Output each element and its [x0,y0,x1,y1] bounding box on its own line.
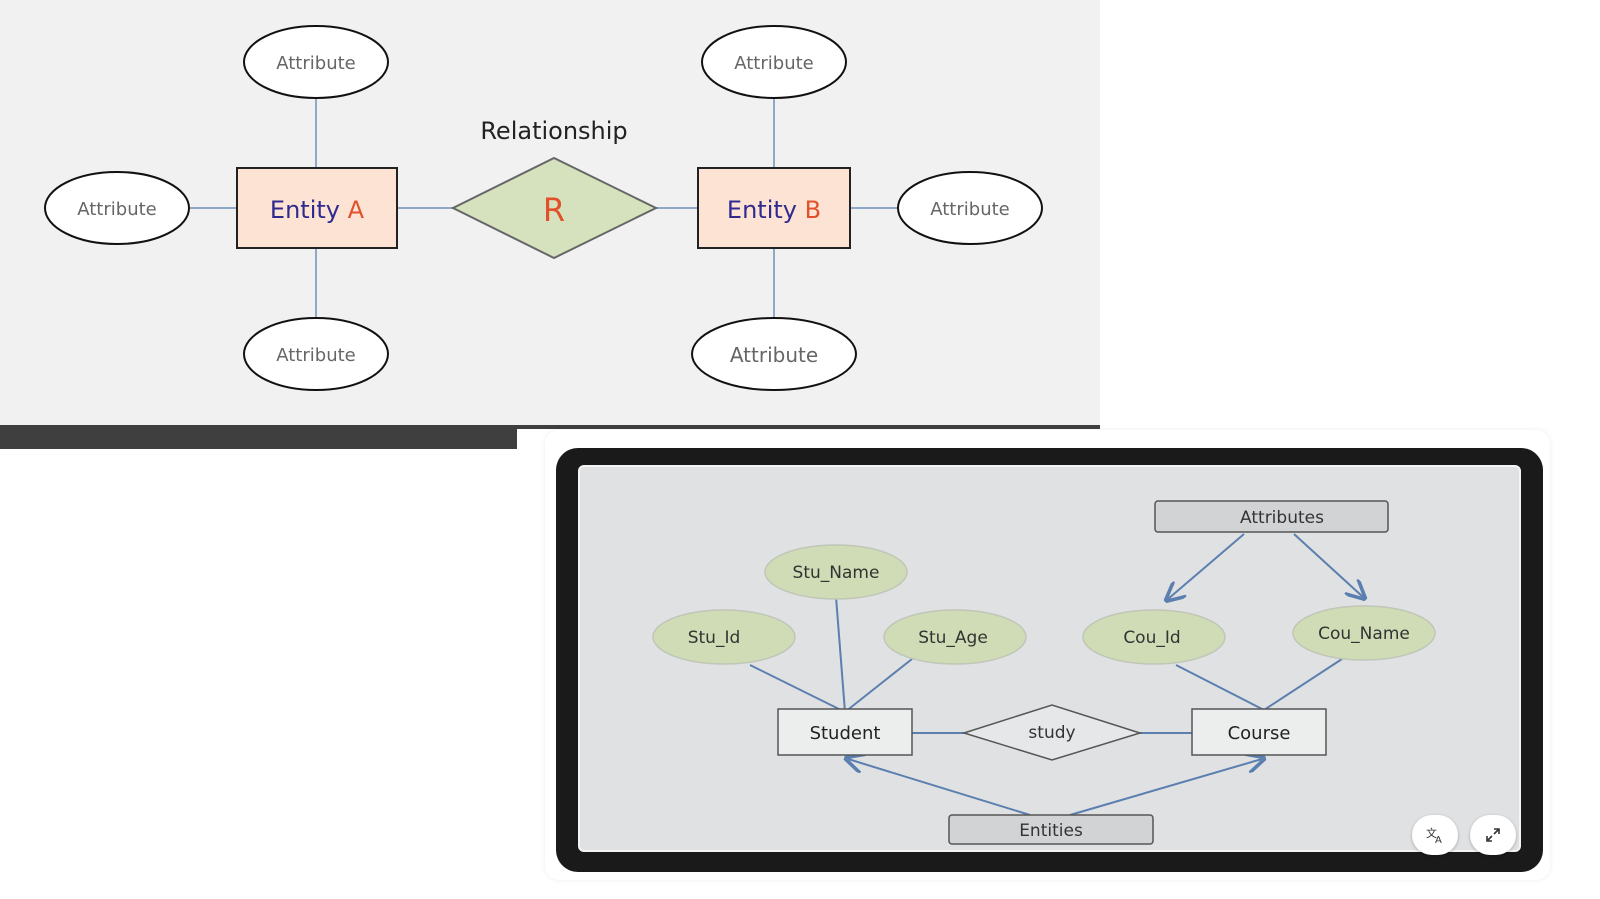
connector-line [834,583,846,713]
entities-footer-label: Entities [1019,821,1083,841]
top-er-diagram: Attribute Attribute Attribute Entity A R… [44,25,1043,391]
attribute-label: Stu_Id [688,628,741,648]
svg-text:A: A [1435,835,1442,844]
attributes-header-box [1154,500,1389,533]
top-diagram-panel: Attribute Attribute Attribute Entity A R… [0,0,1100,425]
student-entity-label: Student [810,723,881,744]
connector-line [844,658,913,713]
attribute-label: Cou_Name [1318,624,1410,644]
attribute-label: Attribute [930,199,1009,220]
attribute-label: Attribute [276,345,355,366]
attributes-header-label: Attributes [1240,508,1324,528]
attribute-ellipse [243,25,389,99]
connector-line [749,664,846,713]
attribute-ellipse [897,171,1043,245]
study-relationship-label: study [1028,723,1075,743]
study-relationship-diamond [961,704,1143,761]
attribute-ellipse [1292,605,1436,661]
attribute-label: Stu_Age [918,628,988,648]
svg-text:文: 文 [1426,826,1437,840]
bottom-er-diagram: Attributes Stu_Name Stu_Id Stu_Age Cou_I… [652,500,1436,845]
entity-a-box [236,167,398,249]
entity-a-label: Entity A [270,196,365,224]
attribute-label: Attribute [77,199,156,220]
attribute-label: Stu_Name [793,563,880,583]
attribute-label: Attribute [734,53,813,74]
attribute-label: Cou_Id [1123,628,1180,648]
entities-footer-box [948,814,1154,845]
arrow-line [848,759,1031,816]
arrow-line [1069,759,1262,816]
expand-icon [1486,828,1500,842]
relationship-diamond [450,156,659,260]
bottom-connectors [749,583,1343,734]
bottom-diagram-panel: Attributes Stu_Name Stu_Id Stu_Age Cou_I… [578,465,1521,852]
attribute-ellipse [764,544,908,600]
attribute-ellipse [44,171,190,245]
entity-b-box [697,167,851,249]
attribute-ellipse [243,317,389,391]
translate-button[interactable]: 文 A [1412,815,1458,855]
entity-b-label: Entity B [727,196,821,224]
attribute-ellipse [652,609,796,665]
attribute-ellipse [1082,609,1226,665]
course-entity-label: Course [1228,723,1291,744]
attribute-ellipse [701,25,847,99]
attribute-label: Attribute [730,343,818,367]
arrow-line [1293,533,1363,597]
connector-line [1175,664,1265,711]
connector-line [1263,658,1343,711]
divider-bar [0,425,517,449]
course-entity-box [1191,708,1327,756]
divider-bar-thin [517,425,1100,429]
translate-icon: 文 A [1426,826,1442,844]
relationship-title: Relationship [480,117,627,145]
student-entity-box [777,708,913,756]
attribute-ellipse [691,317,857,391]
relationship-symbol: R [543,191,565,229]
attribute-ellipse [883,609,1027,665]
attribute-label: Attribute [276,53,355,74]
arrow-line [1168,533,1245,599]
expand-button[interactable] [1470,815,1516,855]
top-connectors [190,98,897,318]
bottom-arrows [848,533,1363,816]
